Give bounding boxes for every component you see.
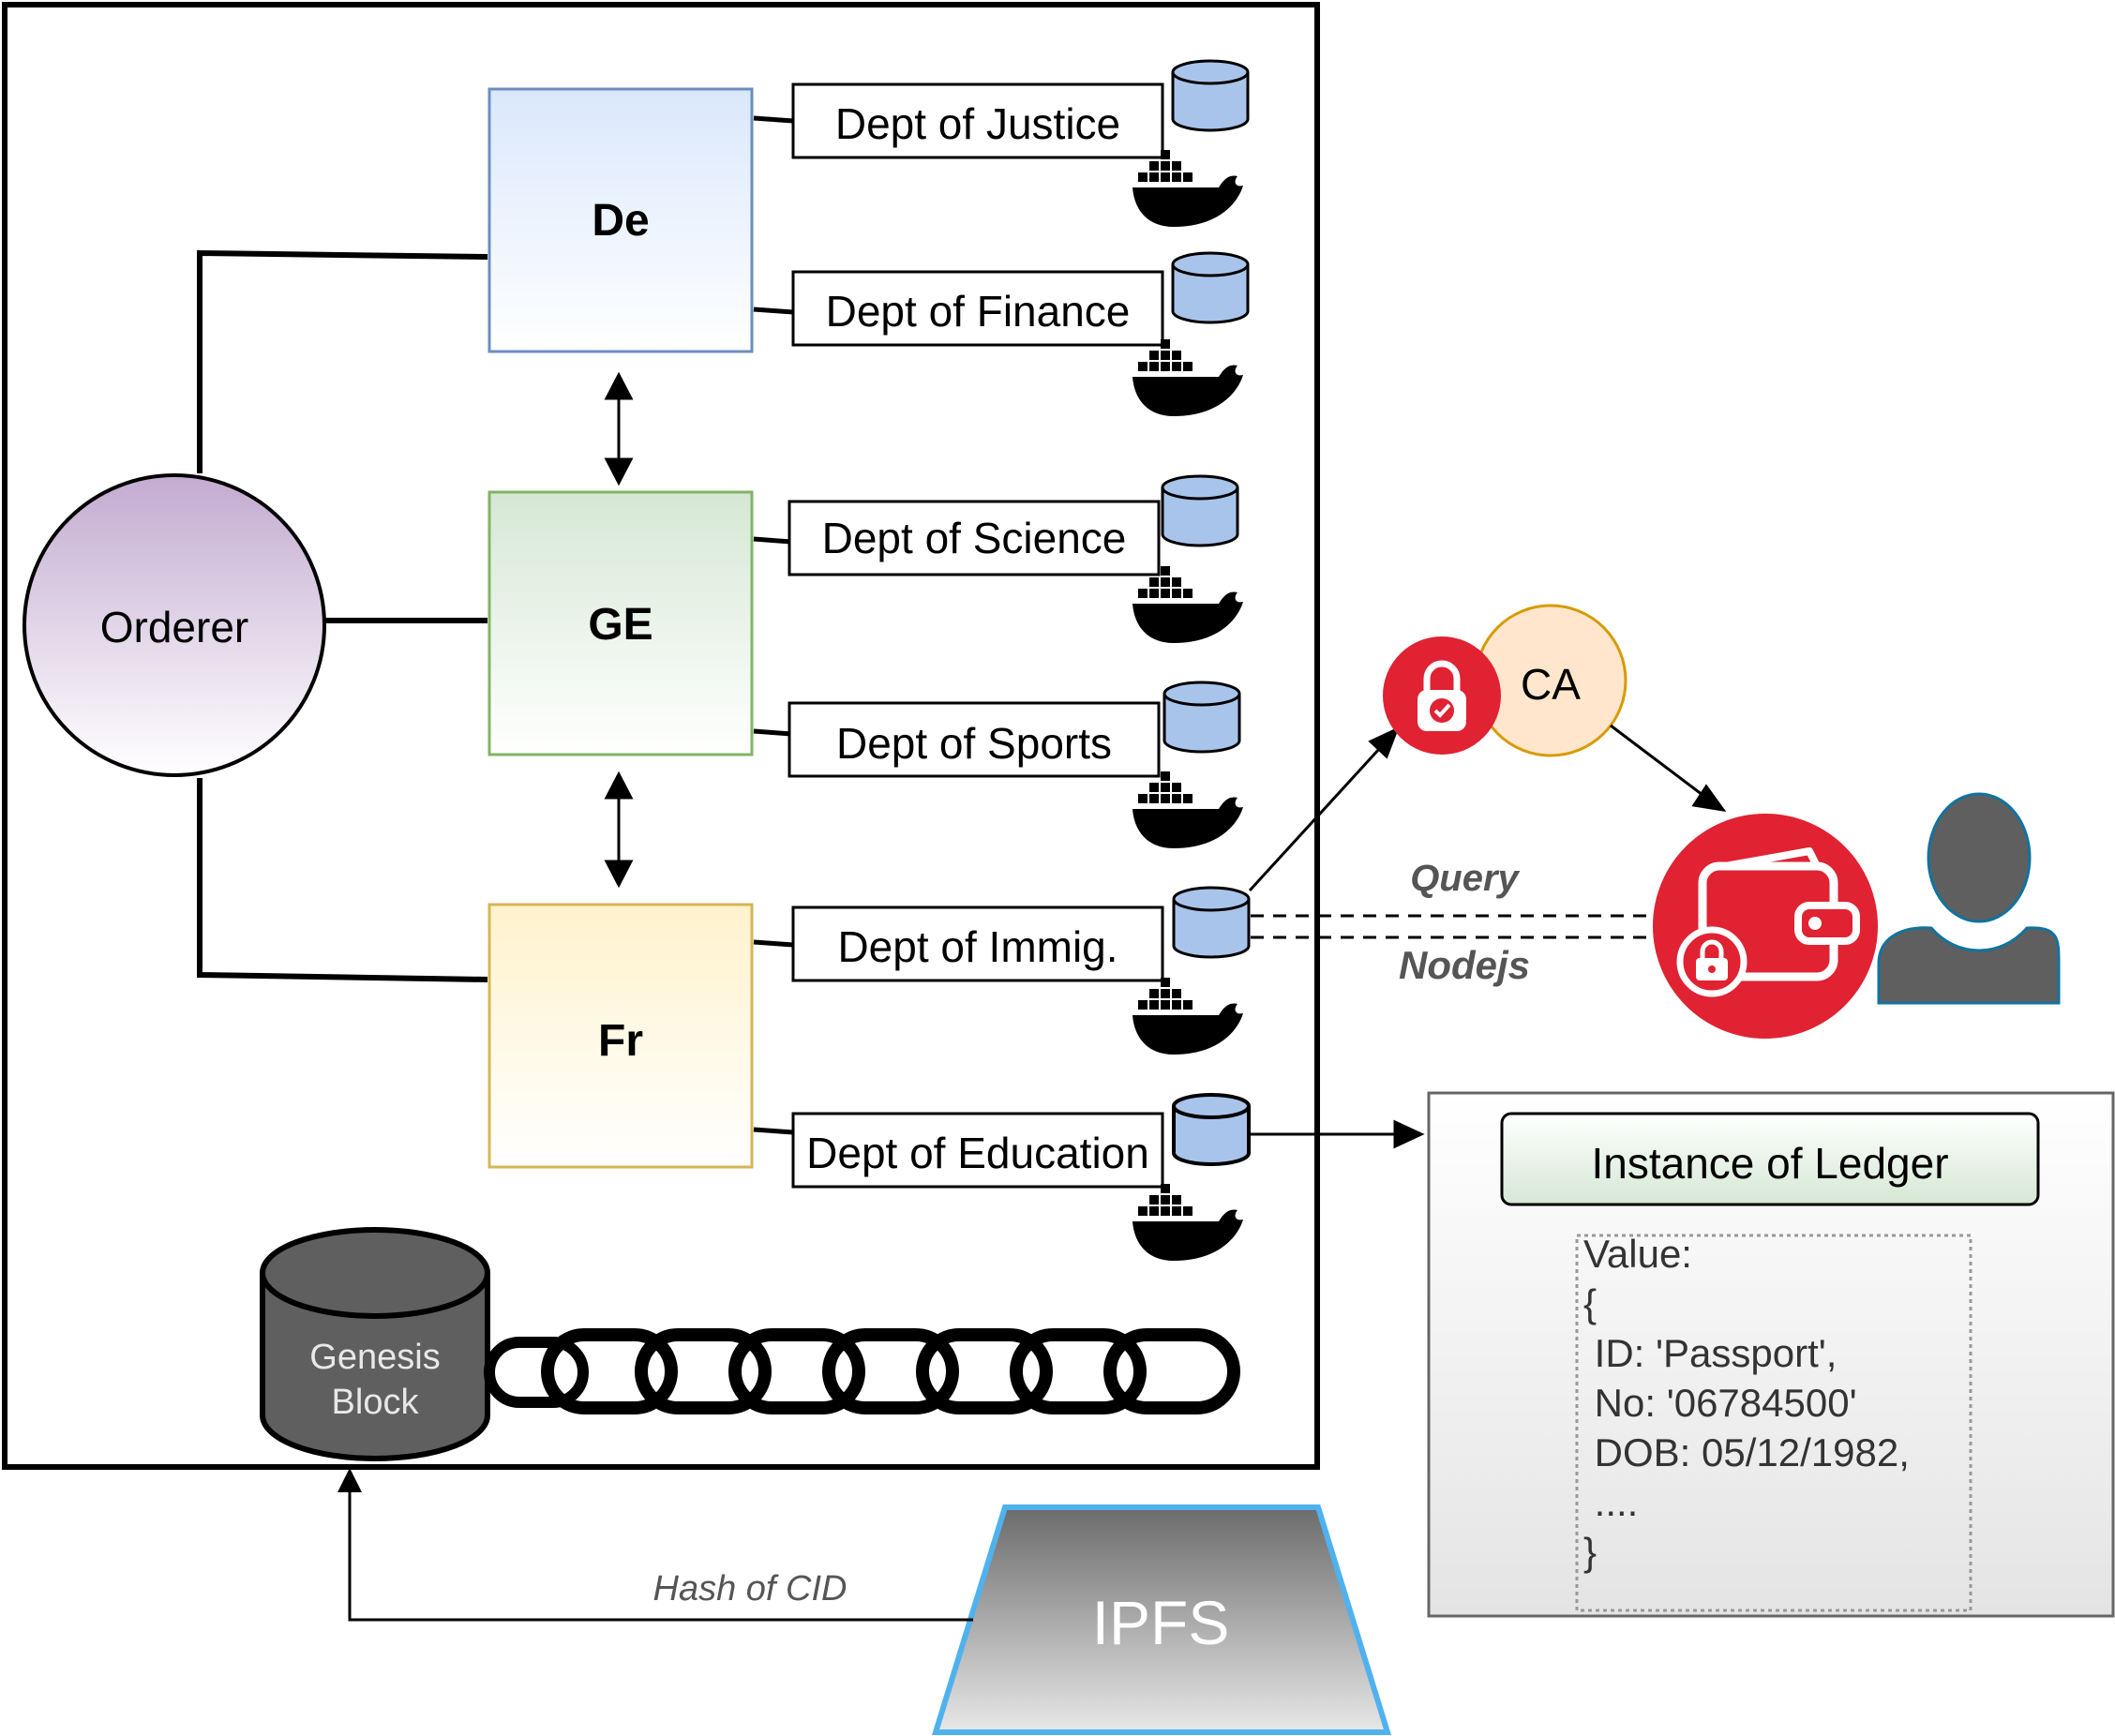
ledger-line: .... [1583, 1480, 1638, 1524]
ipfs-to-genesis-arrow: Hash of CID [338, 1468, 973, 1622]
docker-whale-icon [1132, 771, 1243, 848]
ledger-line: Value: [1583, 1232, 1692, 1276]
ca-to-wallet-arrow [1610, 724, 1727, 813]
query-label: Query [1410, 858, 1520, 899]
ledger-line: } [1583, 1530, 1597, 1574]
dept-justice-label: Dept of Justice [835, 99, 1120, 148]
dept-education-label: Dept of Education [806, 1129, 1149, 1177]
docker-whale-icon [1132, 566, 1243, 643]
ca-label: CA [1521, 660, 1581, 709]
dept-education: Dept of Education [791, 1112, 1164, 1189]
ipfs-node: IPFS [931, 1504, 1392, 1735]
ledger-line: DOB: 05/12/1982, [1583, 1430, 1910, 1474]
dept-justice: Dept of Justice [791, 82, 1164, 159]
dept-immigration-label: Dept of Immig. [837, 922, 1118, 971]
docker-whale-icon [1132, 150, 1243, 227]
org-ge-label: GE [588, 600, 652, 650]
dept-finance-label: Dept of Finance [826, 287, 1131, 336]
orderer-label: Orderer [100, 603, 248, 651]
org-de: De [488, 87, 754, 353]
orderer-connections [197, 249, 488, 982]
ipfs-label: IPFS [1092, 1588, 1230, 1657]
lock-icon [1383, 636, 1501, 755]
user-icon [1877, 792, 2061, 1005]
ledger-line: { [1583, 1281, 1597, 1325]
dept-sports-label: Dept of Sports [836, 719, 1112, 768]
genesis-label-line2: Block [332, 1383, 420, 1422]
org-de-label: De [592, 196, 649, 246]
wallet-icon [1653, 814, 1878, 1039]
org-link-ge-fr [604, 771, 634, 889]
ledger-title: Instance of Ledger [1591, 1139, 1948, 1188]
ledger-line: ID: 'Passport', [1583, 1331, 1837, 1375]
nodejs-label: Nodejs [1399, 943, 1530, 987]
org-ge: GE [488, 490, 754, 756]
genesis-block: Genesis Block [260, 1227, 490, 1461]
docker-whale-icon [1132, 339, 1243, 416]
docker-whale-icon [1132, 1184, 1243, 1261]
database-icon [1171, 251, 1250, 324]
database-icon [1161, 474, 1239, 547]
org-fr: Fr [488, 903, 754, 1169]
chain-icon [484, 1328, 1240, 1414]
database-icon [1172, 1093, 1251, 1166]
orderer-node: Orderer [22, 473, 326, 777]
immigration-to-ca-arrow [1248, 726, 1400, 892]
org-fr-label: Fr [598, 1016, 643, 1066]
org-dept-connectors [753, 115, 794, 1135]
ledger-line: No: '06784500' [1583, 1381, 1857, 1425]
ca-node: CA [1474, 604, 1628, 757]
database-icon [1171, 59, 1250, 132]
dept-finance: Dept of Finance [791, 270, 1164, 347]
genesis-label-line1: Genesis [309, 1338, 440, 1377]
query-connection: Query Nodejs [1251, 858, 1658, 987]
dept-science-label: Dept of Science [822, 514, 1127, 562]
education-to-ledger-arrow [1251, 1119, 1425, 1149]
dept-immigration: Dept of Immig. [791, 905, 1164, 982]
org-link-de-ge [604, 371, 634, 486]
dept-science: Dept of Science [788, 500, 1161, 576]
database-icon [1162, 681, 1241, 754]
docker-whale-icon [1132, 978, 1243, 1055]
database-icon [1172, 886, 1251, 959]
hash-of-cid-label: Hash of CID [653, 1569, 848, 1609]
ledger-panel: Instance of Ledger Value: { ID: 'Passpor… [1427, 1091, 2115, 1618]
dept-sports: Dept of Sports [788, 701, 1161, 778]
